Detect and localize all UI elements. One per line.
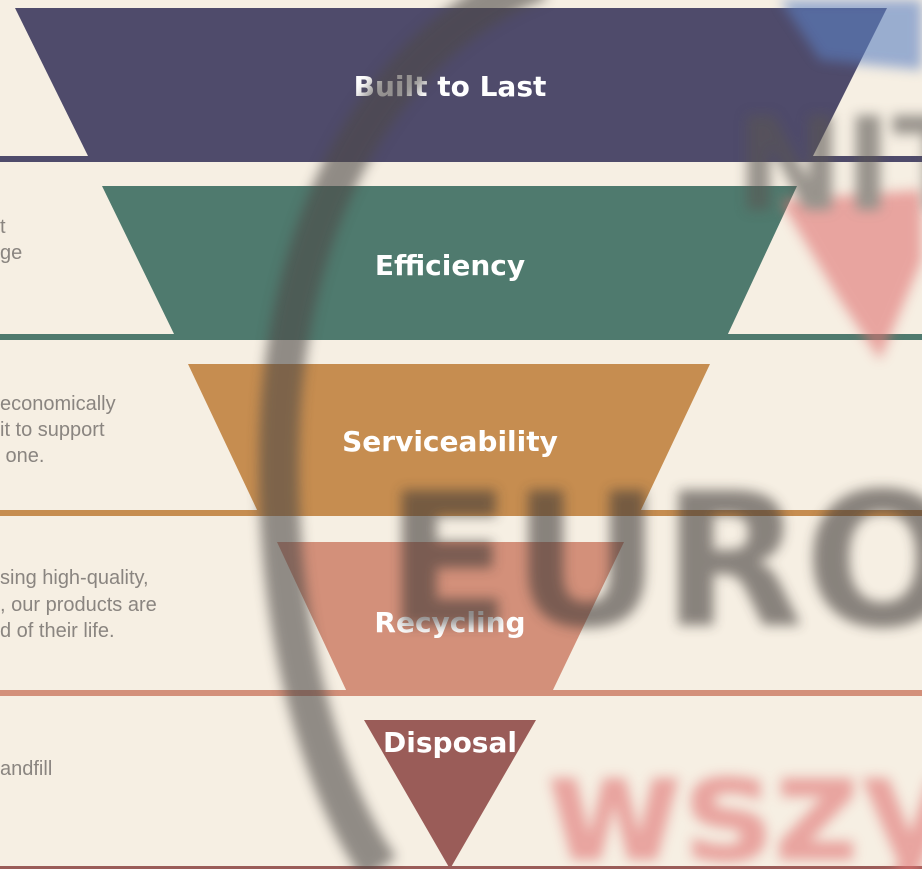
watermark-red-map-shape bbox=[780, 190, 922, 360]
side-text-line: it to support bbox=[0, 419, 105, 441]
side-text-line: sing high-quality, bbox=[0, 567, 149, 589]
label-serviceability: Serviceability bbox=[342, 425, 558, 458]
side-text-line: ge bbox=[0, 242, 22, 264]
watermark-main-word: EURO bbox=[385, 453, 922, 669]
layer-recycling bbox=[277, 542, 624, 692]
watermark-logo-text: NIT bbox=[735, 89, 922, 241]
side-text-line: t bbox=[0, 216, 6, 238]
band-line-efficiency bbox=[0, 334, 922, 340]
label-recycling: Recycling bbox=[374, 606, 525, 639]
band-line-built bbox=[0, 156, 922, 162]
band-line-serviceability bbox=[0, 510, 922, 516]
side-text-line: economically bbox=[0, 393, 116, 415]
side-text-line: , our products are bbox=[0, 594, 157, 616]
layer-built-to-last bbox=[15, 8, 887, 158]
layer-disposal bbox=[364, 720, 536, 869]
side-text-efficiency: t ge bbox=[0, 216, 22, 264]
band-line-disposal bbox=[0, 866, 922, 869]
side-text-recycling: sing high-quality, , our products are d … bbox=[0, 567, 157, 642]
side-text-disposal: andfill bbox=[0, 758, 52, 780]
watermark-ring bbox=[258, 0, 544, 869]
watermark-blue-shape bbox=[780, 0, 922, 70]
band-line-recycling bbox=[0, 690, 922, 696]
watermark-red-word: wszy bbox=[545, 722, 922, 869]
label-disposal: Disposal bbox=[383, 726, 517, 759]
side-text-line: d of their life. bbox=[0, 620, 115, 642]
layer-serviceability bbox=[188, 364, 710, 512]
watermark: NIT EURO wszy bbox=[258, 0, 922, 869]
label-efficiency: Efficiency bbox=[375, 249, 525, 282]
side-text-line: one. bbox=[0, 445, 44, 467]
layer-efficiency bbox=[102, 186, 797, 336]
side-text-line: andfill bbox=[0, 758, 52, 780]
side-text-serviceability: economically it to support one. bbox=[0, 393, 116, 467]
